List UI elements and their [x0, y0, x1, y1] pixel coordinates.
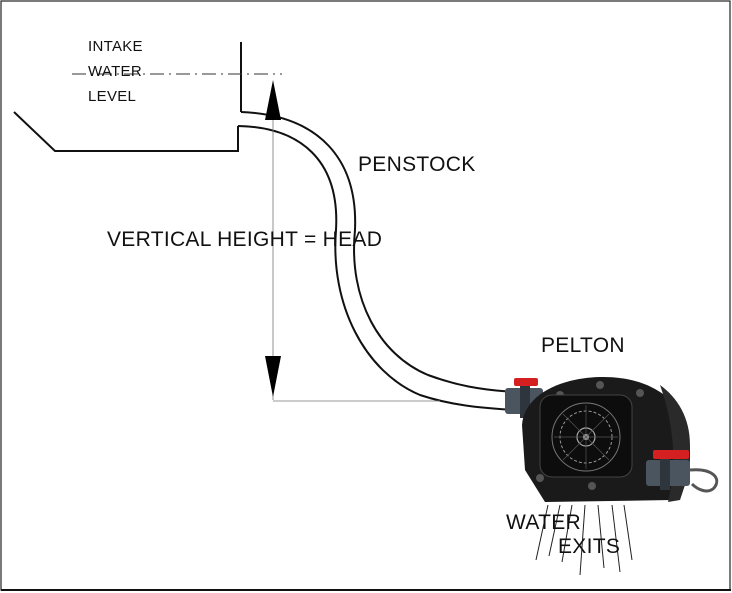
inlet-union: [520, 384, 530, 418]
penstock-label: PENSTOCK: [358, 153, 476, 176]
water-exit-streaks: [535, 504, 633, 576]
side-union: [660, 456, 670, 490]
water-label: WATER: [506, 511, 581, 534]
head-arrow-down: [265, 356, 281, 397]
inlet-valve-handle: [514, 378, 538, 386]
pelton-runner-window: [539, 394, 633, 478]
penstock-pipe-bottom: [237, 125, 516, 411]
exits-label: EXITS: [558, 535, 621, 558]
head-label: VERTICAL HEIGHT = HEAD: [107, 228, 383, 251]
side-valve-handle: [653, 450, 689, 459]
intake-label-line2: WATER: [88, 63, 142, 80]
intake-label-line3: LEVEL: [88, 88, 137, 105]
penstock-pipe-top: [240, 111, 516, 393]
head-arrow-up: [265, 80, 281, 120]
pelton-label: PELTON: [541, 334, 625, 357]
intake-label: INTAKE WATER LEVEL: [88, 34, 143, 109]
reservoir-outline: [13, 111, 239, 152]
drain-hose: [689, 468, 719, 493]
intake-label-line1: INTAKE: [88, 38, 143, 55]
